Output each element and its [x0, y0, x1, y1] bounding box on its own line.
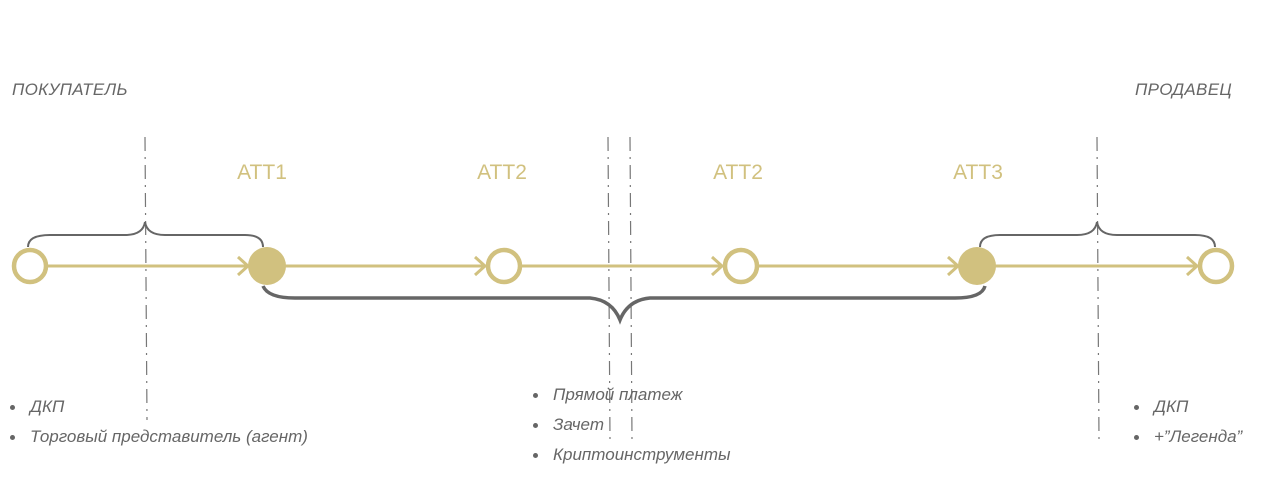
- divider-middle-right: [629, 136, 633, 441]
- buyer-list: ДКП Торговый представитель (агент): [10, 392, 308, 452]
- filled-node: [248, 247, 286, 285]
- stage-label: ATT2: [477, 161, 527, 184]
- list-item: ДКП: [10, 392, 308, 422]
- brace-middle: [261, 285, 987, 325]
- open-node: [722, 247, 760, 285]
- stage-label: ATT1: [237, 161, 287, 184]
- brace-buyer: [27, 221, 264, 248]
- open-node: [1197, 247, 1235, 285]
- list-item: Торговый представитель (агент): [10, 422, 308, 452]
- divider-buyer: [144, 136, 148, 421]
- open-node: [11, 247, 49, 285]
- buyer-label: ПОКУПАТЕЛЬ: [12, 80, 128, 99]
- middle-list: Прямой платеж Зачет Криптоинструменты: [533, 380, 731, 470]
- list-item: ДКП: [1134, 392, 1242, 422]
- seller-label: ПРОДАВЕЦ: [1134, 80, 1232, 99]
- list-item: Криптоинструменты: [533, 440, 731, 470]
- arrowhead-icon: [473, 255, 488, 277]
- arrowhead-icon: [710, 255, 725, 277]
- list-item: Зачет: [533, 410, 731, 440]
- list-item: +”Легенда”: [1134, 422, 1242, 452]
- seller-list: ДКП +”Легенда”: [1134, 392, 1242, 452]
- open-node: [485, 247, 523, 285]
- divider-seller: [1096, 136, 1100, 441]
- stage-label: ATT2: [713, 161, 763, 184]
- stage-label: ATT3: [953, 161, 1003, 184]
- arrowhead-icon: [1185, 255, 1200, 277]
- list-item: Прямой платеж: [533, 380, 731, 410]
- filled-node: [958, 247, 996, 285]
- divider-middle-left: [607, 136, 611, 441]
- brace-seller: [979, 221, 1216, 248]
